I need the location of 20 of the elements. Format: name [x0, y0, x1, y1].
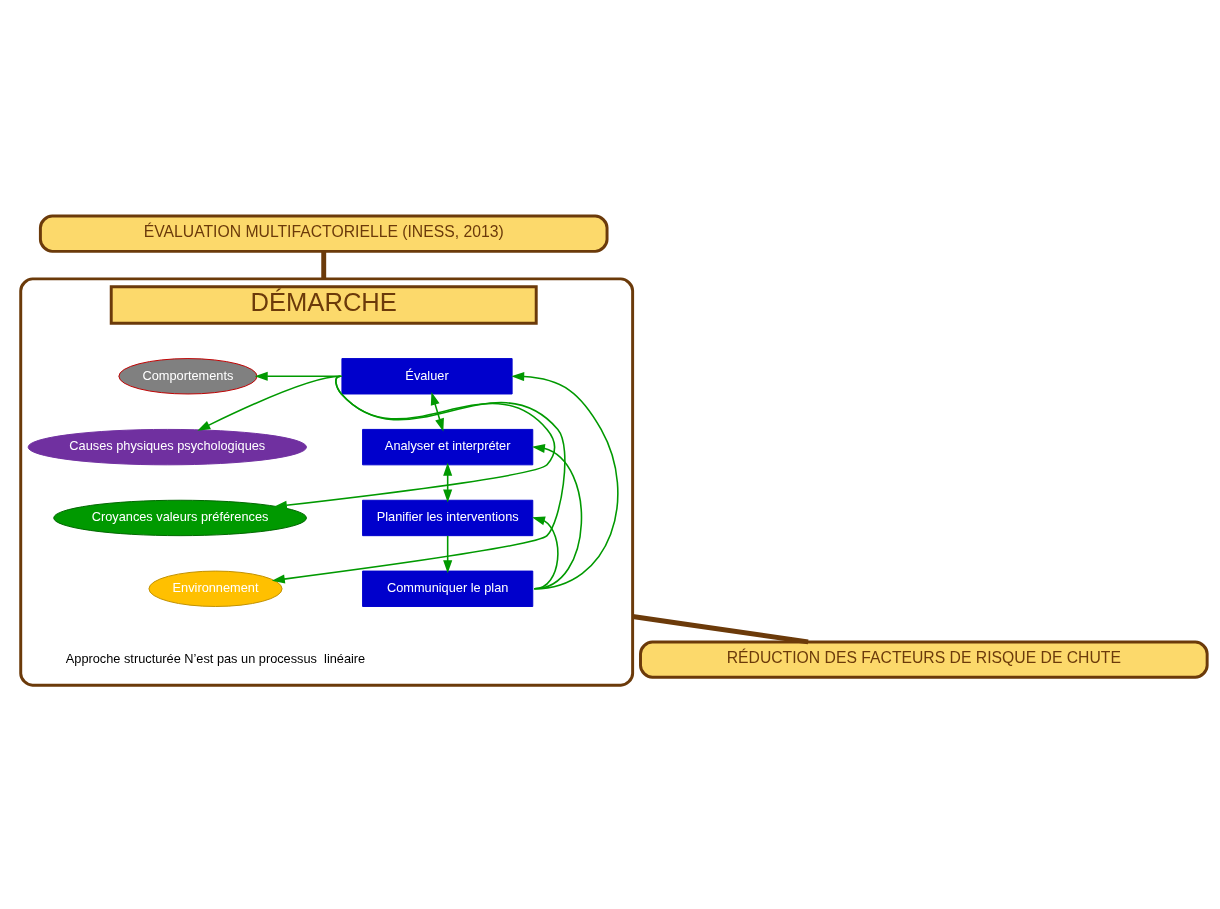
cluster [19, 277, 635, 687]
arrow [511, 372, 619, 590]
arrow [197, 375, 342, 431]
node-box: Planifier les interventions [362, 499, 534, 537]
node-ellipse: Environnement [148, 570, 283, 607]
arrow [271, 375, 566, 584]
node-box: RÉDUCTION DES FACTEURS DE RISQUE DE CHUTE [639, 640, 1209, 679]
connector [321, 251, 327, 279]
node-box: DÉMARCHE [109, 285, 538, 325]
node-box: Analyser et interpréter [362, 428, 534, 466]
node-ellipse: Comportements [118, 358, 258, 395]
arrow [531, 443, 583, 590]
arrow [443, 535, 453, 574]
node-box: Évaluer [341, 358, 513, 395]
arrow [254, 371, 343, 381]
node-ellipse: Causes physiques psychologiques [27, 428, 307, 466]
node-box: Communiquer le plan [362, 570, 534, 607]
node-box: ÉVALUATION MULTIFACTORIELLE (INESS, 2013) [38, 214, 609, 253]
label: Approche structurée N’est pas un processus linéaire [65, 650, 366, 666]
arrow [531, 516, 559, 590]
